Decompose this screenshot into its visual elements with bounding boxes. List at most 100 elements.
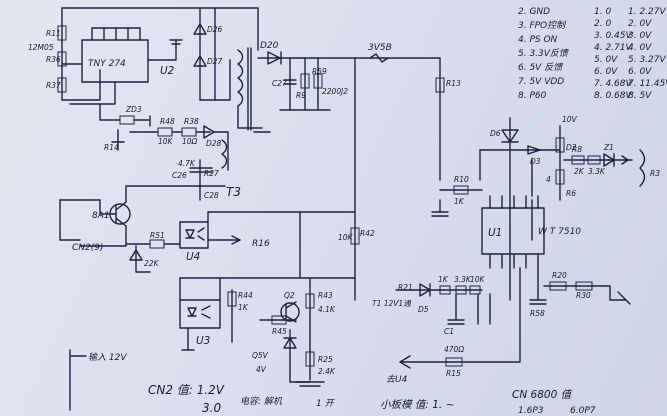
label-r43b: R25 — [318, 355, 333, 364]
label-r15: R15 — [446, 369, 461, 378]
bottom-note-board: 小板模 值: 1. ~ — [380, 399, 454, 411]
bottom-note-input: 输入 12V — [88, 352, 127, 363]
label-u1: U1 — [488, 227, 502, 239]
label-u2: U2 — [160, 65, 175, 77]
pin-note-right-13: 7. 11.45V — [628, 79, 667, 89]
pin-note-right-5: 3. 0V — [628, 31, 652, 41]
label-r44: R44 — [238, 291, 253, 300]
diode-d27 — [193, 55, 207, 67]
label-q2: Q2 — [284, 291, 295, 300]
label-v4: 4 — [546, 175, 551, 184]
pin-note-right-8: 5. 0V — [594, 55, 618, 65]
label-ic-wt: W T 7510 — [538, 227, 581, 237]
label-v100: 10Ω — [182, 137, 198, 146]
label-r6: R6 — [566, 189, 576, 198]
label-v1k: 1K — [238, 303, 249, 312]
pin-note-right-4: 3. 0.45V — [594, 31, 632, 41]
label-v10k2: 10K — [338, 233, 354, 242]
pin-note-left-6: 8. P60 — [518, 91, 547, 101]
label-r42: R42 — [360, 229, 375, 238]
bottom-note-30: 3.0 — [202, 401, 221, 415]
label-rail: 3V5B — [368, 43, 392, 53]
label-r9: R9 — [296, 91, 306, 100]
label-r21: R21 — [398, 283, 413, 292]
bottom-note-cn2: CN2 值: 1.2V — [148, 383, 225, 397]
transformer-primary — [237, 49, 244, 107]
label-v33k2: 3.3K — [454, 275, 472, 284]
label-z1: Z1 — [603, 143, 614, 152]
pin-note-right-1: 1. 2.27V — [628, 7, 666, 17]
pin-note-right-9: 5. 3.27V — [628, 55, 666, 65]
label-q55v: Q5V — [252, 351, 269, 360]
pin-note-right-6: 4. 2.71V — [594, 43, 632, 53]
label-c28: C28 — [204, 191, 219, 200]
pin-note-right-3: 2. 0V — [628, 19, 652, 29]
diode-d6 — [501, 129, 519, 143]
label-d2: D2 — [566, 143, 577, 152]
label-v4kw: 4.7K — [178, 159, 196, 168]
feedback-network — [59, 103, 360, 279]
component-labels: R11 R36 R37 12M05 TNY 274 U2 D26 D27 D20… — [28, 25, 660, 378]
label-r12: 12M05 — [28, 43, 54, 52]
label-r51: R51 — [150, 231, 165, 240]
label-r43: R43 — [318, 291, 333, 300]
diode-d20 — [267, 51, 282, 65]
transistor-q2 — [280, 302, 300, 322]
label-r30: R30 — [576, 291, 591, 300]
label-t1: T1 12V1通 — [372, 299, 412, 308]
pin-note-left-5: 7. 5V VDD — [518, 77, 564, 87]
label-q-8a1: 8A1 — [92, 211, 110, 221]
label-d3: D3 — [530, 157, 541, 166]
label-zd3: ZD3 — [125, 105, 142, 114]
label-u4: U4 — [186, 251, 200, 263]
label-r36: R36 — [46, 55, 61, 64]
resistor-r48 — [157, 127, 173, 137]
ic-wt7510 — [481, 207, 545, 255]
bottom-note-cap: 电容: 解机 — [240, 396, 283, 407]
label-r38: R38 — [184, 117, 199, 126]
bottom-note-open: 1 开 — [316, 399, 336, 409]
label-v10v: 10V — [562, 115, 578, 124]
bottom-note-cn6800: CN 6800 值 — [512, 389, 573, 401]
label-r45: R45 — [272, 327, 287, 336]
label-v24k: 2.4K — [318, 367, 336, 376]
label-v10k: 10K — [158, 137, 174, 146]
pin-note-right-2: 2. 0 — [594, 19, 611, 29]
diode-d26 — [193, 23, 207, 35]
optocoupler-u3 — [179, 299, 221, 329]
pin-note-left-4: 6. 5V 反馈 — [518, 62, 563, 73]
bottom-note-60p7: 6.0P7 — [570, 406, 596, 416]
controller-network — [395, 77, 646, 369]
bottom-note-out-u4: 去U4 — [386, 374, 408, 385]
primary-network — [57, 7, 271, 133]
label-v2k: 2K — [574, 167, 585, 176]
label-r59: R59 — [312, 67, 327, 76]
label-t3: T3 — [226, 185, 241, 199]
label-v33k: 3.3K — [588, 167, 606, 176]
resistor-r37 — [57, 77, 67, 93]
pin-note-right-15: 8. 5V — [628, 91, 652, 101]
label-r13: R13 — [446, 79, 461, 88]
pin-note-right-10: 6. 0V — [594, 67, 618, 77]
optocoupler-u4 — [179, 221, 209, 249]
label-r16: R16 — [252, 239, 270, 249]
resistor-r44 — [305, 351, 315, 367]
label-d27: D27 — [207, 57, 223, 66]
resistor-r11 — [57, 25, 67, 41]
label-c26: C26 — [172, 171, 187, 180]
label-r48: R48 — [160, 117, 175, 126]
label-d26: D26 — [207, 25, 223, 34]
bottom-notes: 输入 12V 去U4 CN2 值: 1.2V 3.0 电容: 解机 1 开 小板… — [69, 349, 596, 416]
label-r58: R58 — [530, 309, 545, 318]
pin-note-right-11: 6. 0V — [628, 67, 652, 77]
pin-note-right-7: 4. 0V — [628, 43, 652, 53]
label-c1: C1 — [444, 327, 454, 336]
lower-network — [179, 277, 356, 387]
pin-note-right-12: 7. 4.68V — [594, 79, 632, 89]
transformer-aux — [221, 139, 228, 169]
label-cn2: CN2(9) — [72, 243, 104, 253]
label-u3: U3 — [196, 335, 210, 347]
label-r37: R37 — [46, 81, 61, 90]
pin-notes: 2. GND 3. FPO控制 4. PS ON 5. 3.3V反馈 6. 5V… — [518, 7, 667, 101]
